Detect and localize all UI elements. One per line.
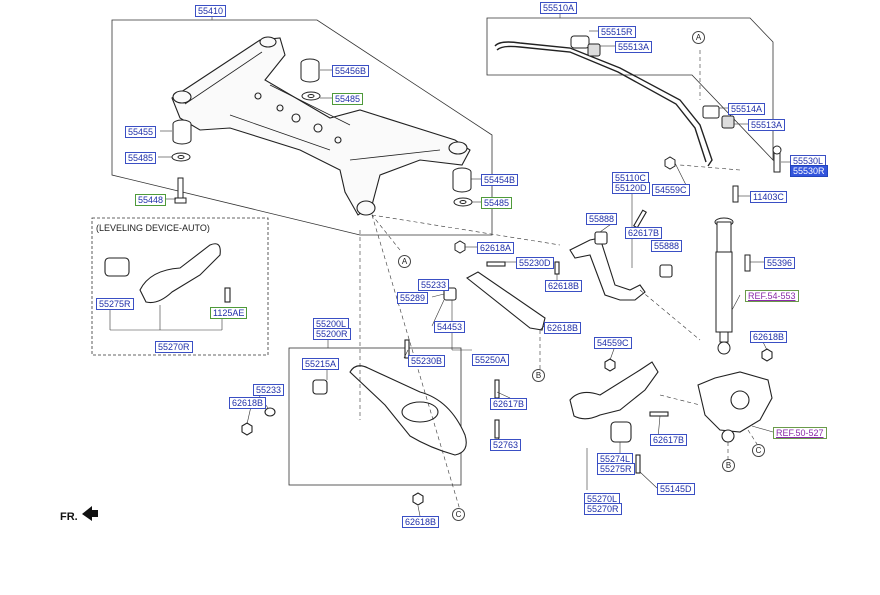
stab-bushing-55513a: [587, 43, 601, 57]
assist-arm: [443, 261, 560, 331]
marker-b-right: B: [722, 459, 735, 472]
fr-arrow-icon: [82, 506, 98, 521]
label-55145d[interactable]: 55145D: [657, 483, 695, 495]
label-55455[interactable]: 55455: [125, 126, 157, 138]
label-54559c-bottom[interactable]: 54559C: [594, 337, 632, 349]
bushing-55454b: [452, 167, 472, 193]
label-55396[interactable]: 55396: [764, 257, 796, 269]
label-55230b[interactable]: 55230B: [408, 355, 446, 367]
label-55514a[interactable]: 55514A: [728, 103, 766, 115]
label-55250a[interactable]: 55250A: [472, 354, 510, 366]
bushing-55456b: [300, 58, 320, 83]
label-62617b-top[interactable]: 62617B: [625, 227, 663, 239]
label-55513a-right[interactable]: 55513A: [748, 119, 786, 131]
subframe-box: [111, 19, 493, 236]
label-55215a[interactable]: 55215A: [302, 358, 340, 370]
stabilizer-box: [486, 17, 774, 161]
bolt-11403c: [732, 185, 739, 203]
label-55515r[interactable]: 55515R: [598, 26, 636, 38]
label-55270r-trailing[interactable]: 55270R: [584, 503, 622, 515]
label-62618b-left[interactable]: 62618B: [229, 397, 267, 409]
label-1125ae[interactable]: 1125AE: [210, 307, 248, 319]
label-55200r[interactable]: 55200R: [313, 328, 351, 340]
label-55485-top[interactable]: 55485: [332, 93, 364, 105]
subframe-part: [171, 36, 471, 216]
stab-bushing-55515r: [570, 35, 590, 49]
label-55485-left[interactable]: 55485: [125, 152, 157, 164]
label-62618a[interactable]: 62618A: [477, 242, 515, 254]
label-62618b-bottom[interactable]: 62618B: [402, 516, 440, 528]
marker-c-right: C: [752, 444, 765, 457]
label-62618b-right[interactable]: 62618B: [750, 331, 788, 343]
leveling-box: [91, 217, 269, 356]
ref-54-553[interactable]: REF.54-553: [745, 290, 799, 302]
label-55230d[interactable]: 55230D: [516, 257, 554, 269]
front-direction-label: FR.: [60, 511, 78, 523]
upper-arm: [569, 209, 673, 301]
stab-bushing-right: [721, 115, 735, 129]
label-55448[interactable]: 55448: [135, 194, 167, 206]
marker-a-bottom: A: [398, 255, 411, 268]
marker-b-mid: B: [532, 369, 545, 382]
label-62618b-arm[interactable]: 62618B: [544, 322, 582, 334]
leveling-arm: [104, 243, 231, 304]
label-54559c-top[interactable]: 54559C: [652, 184, 690, 196]
marker-a-top: A: [692, 31, 705, 44]
label-55289[interactable]: 55289: [397, 292, 429, 304]
label-55513a-top[interactable]: 55513A: [615, 41, 653, 53]
lower-arm-box: [288, 347, 462, 486]
washer-55485: [301, 91, 321, 101]
shock-absorber: [714, 217, 751, 355]
stabilizer-bar: [494, 41, 713, 167]
label-62617b-bottom[interactable]: 62617B: [650, 434, 688, 446]
label-52763[interactable]: 52763: [490, 439, 522, 451]
washer-55485-left: [171, 152, 191, 162]
label-55233-top[interactable]: 55233: [418, 279, 450, 291]
trailing-arm: [569, 358, 669, 474]
knuckle: [697, 348, 773, 443]
stab-link-55530: [772, 145, 782, 173]
stab-bracket-55514a: [702, 105, 720, 119]
nut-54559c: [664, 156, 676, 170]
washer-55485-right: [453, 197, 473, 207]
bushing-55455: [172, 119, 192, 145]
label-11403c[interactable]: 11403C: [750, 191, 787, 203]
label-55275r-leveling[interactable]: 55275R: [96, 298, 134, 310]
marker-c-bottom: C: [452, 508, 465, 521]
label-55275r-trailing[interactable]: 55275R: [597, 463, 635, 475]
leveling-device-caption: (LEVELING DEVICE-AUTO): [96, 223, 210, 233]
label-62618b-mid[interactable]: 62618B: [545, 280, 583, 292]
label-55233-left[interactable]: 55233: [253, 384, 285, 396]
label-55888-left[interactable]: 55888: [586, 213, 618, 225]
label-55456b[interactable]: 55456B: [332, 65, 370, 77]
label-55510a[interactable]: 55510A: [540, 2, 578, 14]
lower-arm: [241, 339, 500, 506]
label-55485-right[interactable]: 55485: [481, 197, 513, 209]
bolt-55448: [174, 177, 187, 204]
label-55888-right[interactable]: 55888: [651, 240, 683, 252]
label-55410[interactable]: 55410: [195, 5, 227, 17]
label-54453[interactable]: 54453: [434, 321, 466, 333]
label-62617b-mid[interactable]: 62617B: [490, 398, 528, 410]
label-55454b[interactable]: 55454B: [481, 174, 519, 186]
label-55270r-leveling[interactable]: 55270R: [155, 341, 193, 353]
ref-50-527[interactable]: REF.50-527: [773, 427, 827, 439]
label-55120d[interactable]: 55120D: [612, 182, 650, 194]
label-55530r[interactable]: 55530R: [790, 165, 828, 177]
nut-62618a: [454, 240, 466, 254]
